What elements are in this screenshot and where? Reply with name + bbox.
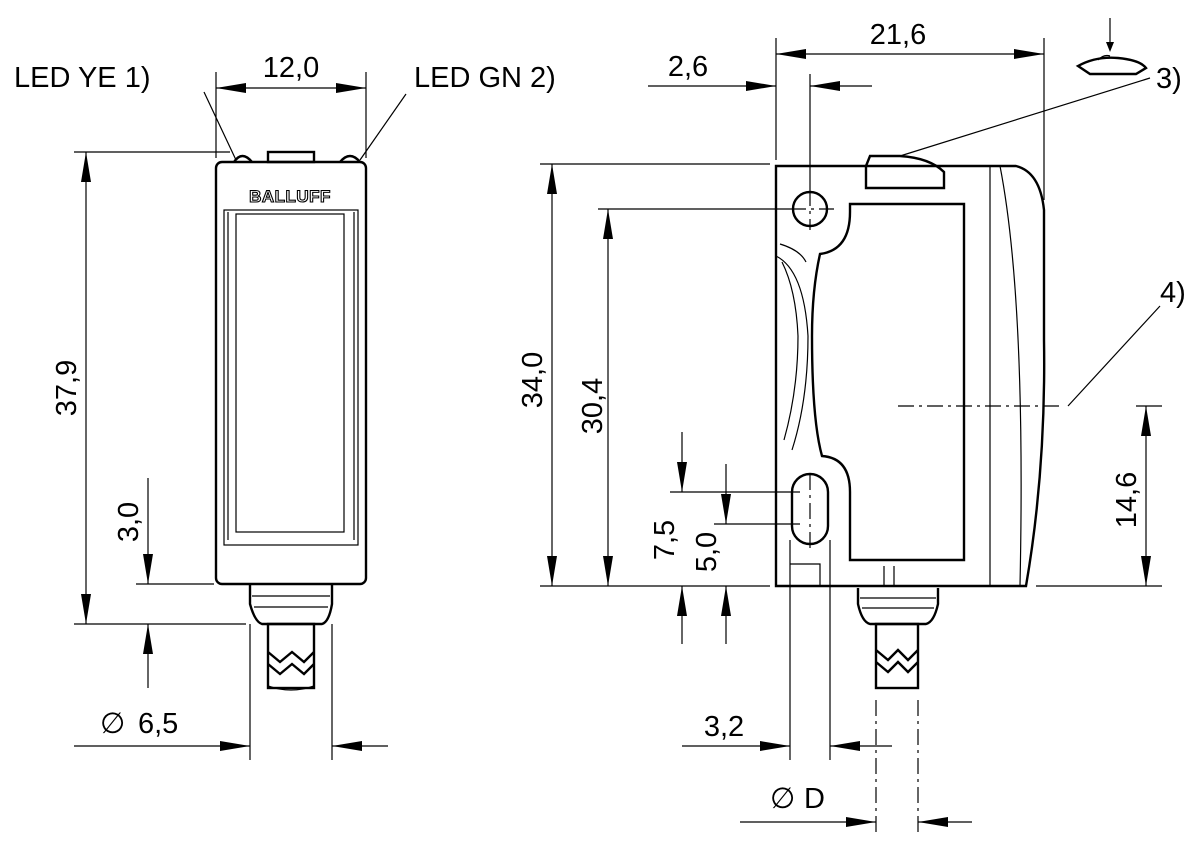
down-arrow-icon [1106, 42, 1114, 52]
led-detail-icon [1075, 56, 1148, 76]
front-window-outer [223, 209, 359, 546]
side-top-button [864, 154, 946, 190]
dim-diameter-connector: 6,5 [138, 708, 178, 740]
callout-note-3: 3) [1156, 63, 1182, 95]
dim-optical-axis-height: 14,6 [1111, 472, 1143, 528]
dim-height-total: 37,9 [51, 360, 83, 416]
front-top-button [266, 150, 316, 164]
front-view: BALLUFF [214, 150, 368, 691]
dim-slot-offset-inner: 5,0 [691, 532, 723, 572]
side-dimensions: 21,6 2,6 3) 4) 34,0 30,4 14,6 [517, 19, 1186, 827]
front-cable-stub [266, 622, 316, 690]
front-connector-nut [248, 584, 334, 626]
side-housing-outline [774, 164, 1046, 588]
callout-led-ye: LED YE 1) [14, 62, 150, 94]
dim-hole-spacing: 30,4 [577, 378, 609, 434]
brand-logo: BALLUFF [249, 187, 331, 206]
callout-led-gn: LED GN 2) [414, 62, 556, 94]
led-ye-bump [233, 154, 253, 163]
front-window-inner [235, 213, 345, 533]
dim-connector-offset: 3,0 [113, 502, 145, 542]
dim-diameter-d: D [804, 783, 825, 815]
dim-slot-offset-outer: 7,5 [649, 520, 681, 560]
dim-hole-offset-x: 2,6 [668, 51, 708, 83]
dim-width-front: 12,0 [263, 52, 319, 84]
side-centerlines [790, 190, 1062, 832]
side-cavity-outline [810, 202, 966, 562]
callout-note-4: 4) [1160, 277, 1186, 309]
side-view [774, 18, 1148, 690]
dim-height-body: 34,0 [517, 352, 549, 408]
front-dimensions: 12,0 LED YE 1) LED GN 2) 37,9 3,0 ∅ 6,5 [14, 52, 556, 760]
dim-slot-width: 3,2 [704, 711, 744, 743]
side-cable-stub [874, 622, 920, 690]
side-connector-nut [856, 588, 940, 626]
dim-depth-side: 21,6 [870, 19, 926, 51]
dim-diameter-connector-symbol: ∅ [100, 708, 125, 740]
dim-diameter-d-symbol: ∅ [770, 783, 795, 815]
led-gn-bump [339, 154, 361, 163]
